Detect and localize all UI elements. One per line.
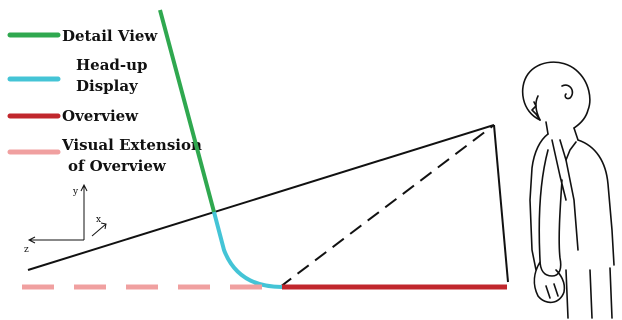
legend-label-extension-2: of Overview	[68, 157, 167, 175]
person-arm	[538, 149, 563, 277]
legend-label-headup-1: Head-up	[76, 56, 148, 74]
person-head	[521, 61, 591, 129]
z-axis-label: z	[24, 245, 29, 255]
person-neck	[545, 121, 579, 141]
upper-sight-line	[27, 124, 495, 271]
dashed-sight-line	[279, 124, 495, 288]
person-legs	[565, 267, 613, 319]
y-axis-label: y	[72, 187, 79, 197]
x-axis-arrow	[91, 223, 107, 237]
detail-view-line	[158, 9, 216, 213]
vertical-sight-line	[493, 124, 509, 283]
legend-label-extension-1: Visual Extension	[61, 136, 202, 154]
legend-label-detail: Detail View	[62, 27, 158, 45]
head-up-display-curve	[212, 211, 283, 289]
person-ear	[561, 84, 574, 100]
legend-label-headup-2: Display	[76, 77, 139, 95]
legend-label-overview: Overview	[62, 107, 139, 125]
axes-indicator	[27, 183, 107, 244]
y-axis-arrowhead	[80, 183, 88, 192]
person-torso	[529, 133, 615, 271]
person-hand	[533, 261, 566, 304]
z-axis-arrowhead	[27, 236, 36, 244]
person-figure	[521, 61, 615, 319]
x-axis-label: x	[96, 215, 101, 225]
x-axis-arrowhead	[100, 222, 107, 230]
